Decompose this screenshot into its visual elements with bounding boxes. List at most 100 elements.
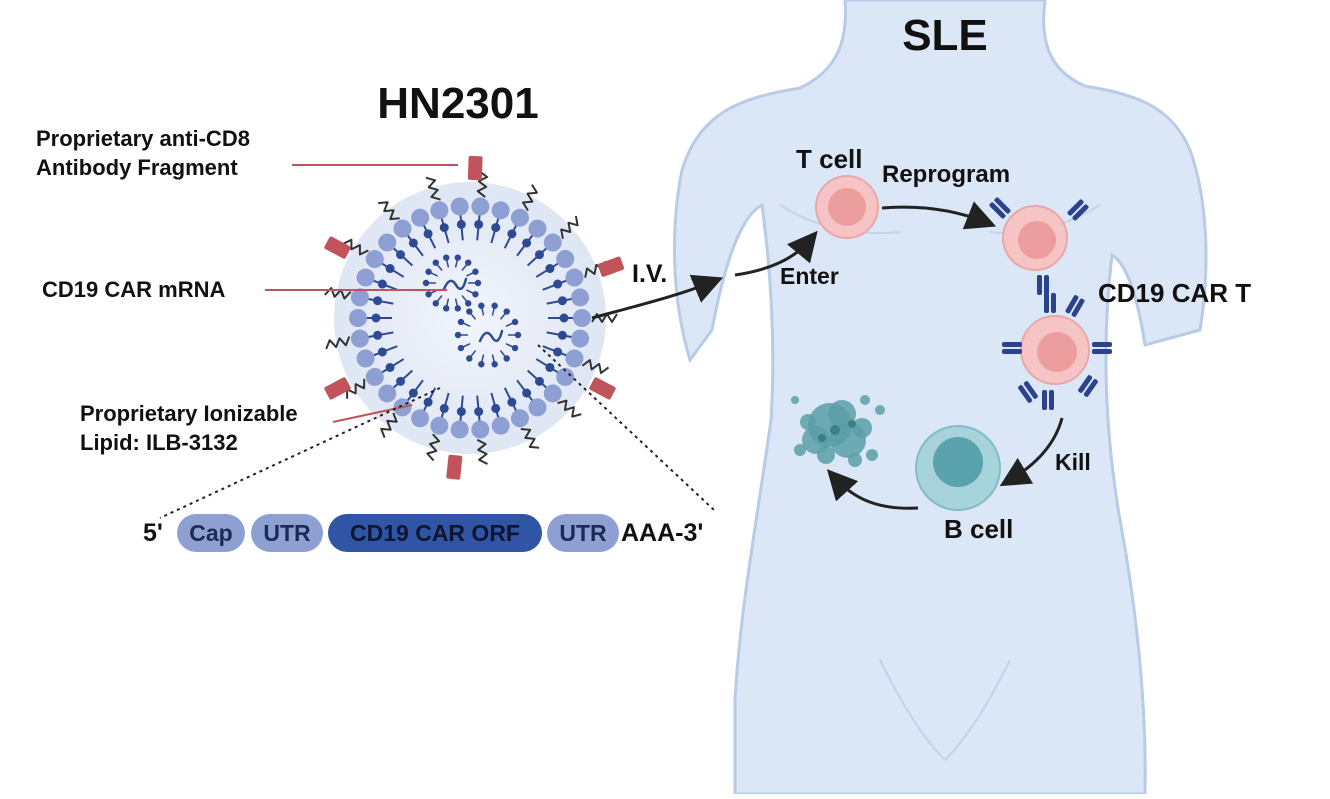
- antibody-fragment: [467, 155, 483, 181]
- lipid-bead: [534, 250, 544, 260]
- receptor-chain: [1067, 199, 1084, 216]
- debris-fragment: [875, 405, 885, 415]
- debris-fragment: [794, 444, 806, 456]
- peg-chain: [520, 428, 540, 449]
- antibody-fragment: [446, 454, 463, 480]
- lipid-bead: [439, 223, 449, 233]
- lipid-head: [571, 329, 590, 348]
- peg-chain: [426, 433, 441, 462]
- car-receptor: [989, 197, 1011, 219]
- car-receptor: [1065, 295, 1085, 317]
- peg-chain: [380, 412, 398, 439]
- car-receptor: [1092, 342, 1112, 354]
- receptor-chain: [1018, 385, 1033, 403]
- car-receptor: [1018, 381, 1038, 403]
- lipid-head: [543, 384, 562, 403]
- mrna-vesicles: [422, 254, 522, 368]
- antibody-fragment: [589, 377, 616, 400]
- lipid-bead: [373, 296, 383, 306]
- lipid-bead: [373, 330, 383, 340]
- car-receptor: [1042, 390, 1054, 410]
- lipid-bead: [534, 376, 544, 386]
- lipid-head: [528, 219, 547, 238]
- receptor-chain: [1071, 298, 1085, 317]
- lipid-head: [471, 197, 490, 216]
- lipid-bead: [377, 347, 387, 357]
- lipid-head: [350, 329, 369, 348]
- lipid-bead: [439, 403, 449, 413]
- vesicle-head: [422, 279, 430, 287]
- lipid-bead: [423, 397, 433, 407]
- lipid-head: [430, 201, 449, 220]
- car-t-cell-lower: [1020, 315, 1090, 385]
- cap-label: Cap: [189, 520, 232, 546]
- lipid-head: [471, 420, 490, 439]
- antibody-fragments: [324, 155, 625, 480]
- debris-core: [818, 434, 826, 442]
- car-receptors: [989, 197, 1112, 410]
- five-prime-label: 5': [143, 519, 163, 547]
- vesicle-head: [472, 291, 479, 298]
- receptor-chain: [1044, 275, 1049, 295]
- peg-chains: [324, 170, 618, 465]
- lipid-heads: [349, 197, 591, 439]
- lipid-pointer-line: [332, 404, 413, 423]
- car-t-cell-upper: [1002, 205, 1068, 271]
- vesicle-head: [457, 318, 465, 326]
- vesicle-head: [472, 268, 479, 275]
- disease-title: SLE: [902, 11, 988, 60]
- vesicle-head: [454, 331, 462, 339]
- peg-chain: [560, 215, 579, 239]
- receptor-chain: [1083, 379, 1098, 397]
- lipid-head: [450, 197, 469, 216]
- vesicle-head: [443, 254, 450, 261]
- debris-fragment: [817, 446, 835, 464]
- lipid-bead: [385, 362, 395, 372]
- receptor-chain: [1049, 390, 1054, 410]
- vesicle-head: [457, 344, 465, 352]
- lipid-bead: [557, 330, 567, 340]
- car-receptor: [1002, 342, 1022, 354]
- utr3-label: UTR: [559, 520, 607, 546]
- peg-chain: [425, 176, 441, 201]
- iv-label: I.V.: [632, 260, 667, 288]
- orf-label: CD19 CAR ORF: [350, 520, 520, 546]
- antibody-label-line1: Proprietary anti-CD8: [36, 126, 250, 151]
- vesicle-head: [454, 254, 461, 261]
- lipid-head: [491, 201, 510, 220]
- antibody-fragment: [324, 377, 351, 400]
- receptor-chain: [1037, 275, 1042, 295]
- receptor-chain: [1051, 293, 1056, 313]
- peg-chain: [522, 184, 538, 212]
- vesicle-head: [491, 361, 498, 368]
- receptor-chain: [1044, 293, 1049, 313]
- lnp-core: [334, 182, 606, 454]
- lipid-bead: [553, 347, 563, 357]
- receptor-chain: [1092, 342, 1112, 347]
- vesicle-head: [478, 302, 485, 309]
- vesicle-head: [503, 308, 510, 315]
- vesicle-head: [491, 302, 498, 309]
- utr5-segment: [251, 514, 323, 552]
- b-cell: [915, 425, 1001, 511]
- lipid-bead: [553, 279, 563, 289]
- lipid-head: [411, 409, 430, 428]
- receptor-chain: [1065, 295, 1079, 314]
- lipid-head: [356, 349, 375, 368]
- vesicle-head: [425, 291, 432, 298]
- reprogram-label: Reprogram: [882, 161, 1010, 188]
- lipid-label-line2: Lipid: ILB-3132: [80, 430, 238, 455]
- debris-fragment: [866, 449, 878, 461]
- vesicle-head: [432, 300, 439, 307]
- antibody-fragment: [324, 236, 351, 259]
- lipid-bead: [474, 219, 484, 229]
- mrna-strand: [478, 329, 504, 343]
- lipid-bead: [408, 238, 418, 248]
- vesicle-head: [432, 259, 439, 266]
- car-receptor: [1078, 375, 1098, 397]
- lipid-nanoparticle: [324, 155, 625, 480]
- mrna-strand: [442, 277, 468, 291]
- b-cell-label: B cell: [944, 514, 1013, 544]
- peg-chain: [476, 170, 489, 198]
- lipid-head: [556, 250, 575, 269]
